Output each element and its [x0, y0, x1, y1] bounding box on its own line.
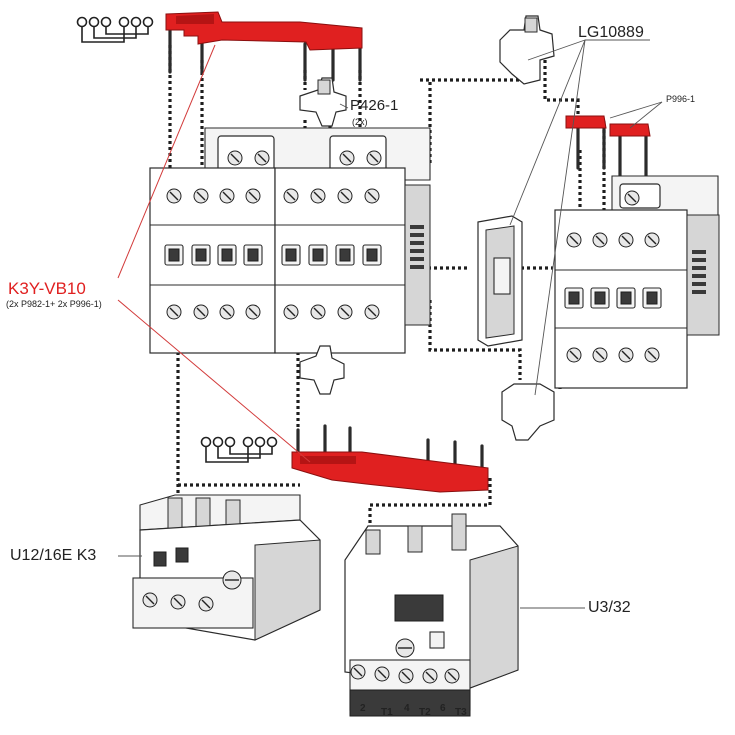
label-lg10889: LG10889: [578, 24, 644, 41]
terminal-markings: 2 T1 4 T2 6 T3: [360, 703, 467, 718]
label-u3: U3/32: [588, 599, 631, 616]
u12-overload-relay: [132, 494, 321, 641]
busbar-schematic-icon-bottom: [200, 436, 278, 463]
terminal-2: 2: [360, 703, 366, 714]
label-p996: P996-1: [666, 94, 695, 104]
label-p426: P426-1: [350, 97, 398, 114]
terminal-t2: T2: [419, 707, 431, 718]
p426-clip-top: [299, 77, 347, 127]
right-contactor: [554, 175, 720, 389]
callout-labels: LG10889 P426-1 (2x) P996-1 K3Y-VB10 (2x …: [6, 24, 695, 616]
bottom-busbar: [291, 424, 489, 493]
label-p426-qty: (2x): [352, 117, 368, 127]
label-k3y: K3Y-VB10: [8, 279, 86, 298]
label-u12: U12/16E K3: [10, 547, 96, 564]
p996-links: [565, 115, 651, 182]
terminal-t3: T3: [455, 707, 467, 718]
leader-lines: [117, 39, 663, 609]
busbar-schematic-icon-top: [76, 16, 154, 43]
p426-clip-bottom: [299, 345, 345, 395]
lg10889-clip-top: [499, 15, 555, 85]
terminal-6: 6: [440, 703, 446, 714]
left-contactor-pair: [149, 127, 431, 354]
label-k3y-detail: (2x P982-1+ 2x P996-1): [6, 299, 102, 309]
terminal-4: 4: [404, 703, 410, 714]
u3-overload-relay: [344, 513, 519, 717]
terminal-t1: T1: [381, 707, 393, 718]
lg10889-clip-bottom: [501, 383, 555, 441]
top-busbar: [165, 11, 363, 82]
lg10889-interlock: [477, 215, 523, 347]
